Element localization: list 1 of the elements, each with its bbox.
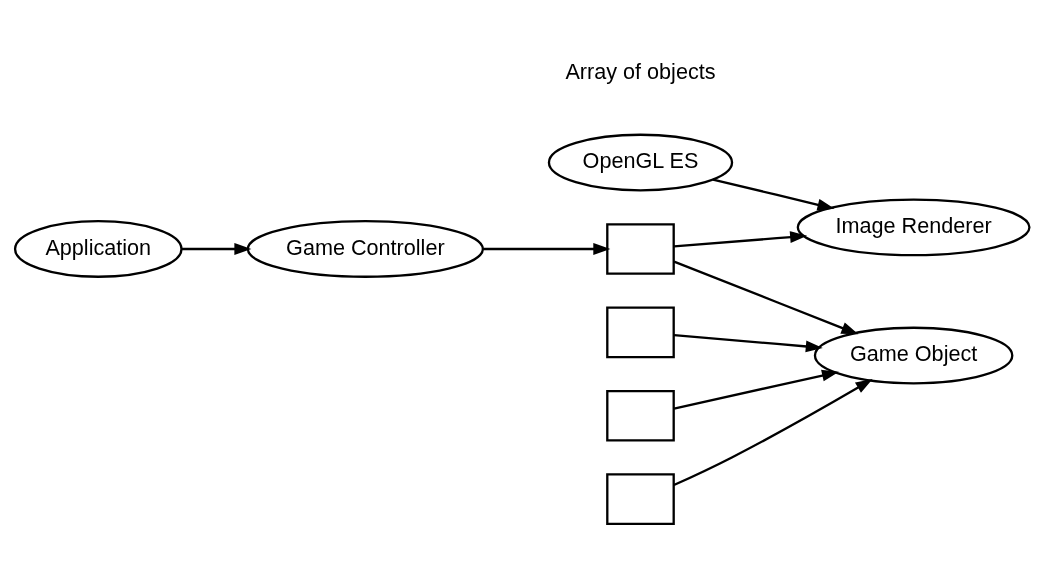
label: Array of objects [565,58,716,84]
